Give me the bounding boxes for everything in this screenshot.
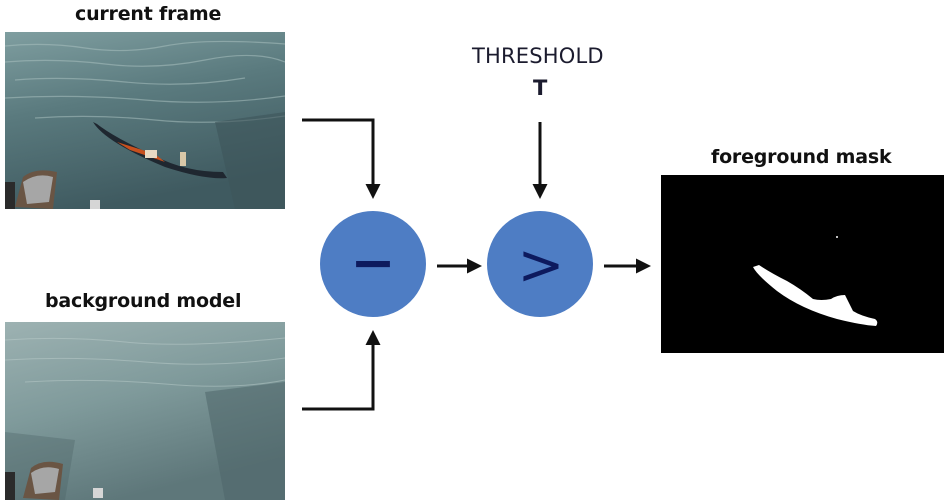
- compare-operator: [487, 211, 593, 317]
- background-model-label: background model: [45, 290, 242, 312]
- arrow-current-to-subtract: [302, 118, 381, 199]
- threshold-label: THRESHOLD: [472, 44, 604, 68]
- compare-symbol: >: [518, 233, 565, 298]
- current-frame-image: [5, 32, 285, 209]
- subtract-symbol: −: [350, 231, 395, 294]
- background-model-image: [5, 322, 285, 500]
- current-frame-label: current frame: [75, 3, 222, 25]
- foreground-mask-image: [661, 175, 944, 353]
- arrow-background-to-subtract: [302, 330, 381, 411]
- threshold-variable: T: [533, 76, 548, 100]
- subtract-operator: [320, 211, 426, 317]
- foreground-mask-label: foreground mask: [711, 146, 892, 168]
